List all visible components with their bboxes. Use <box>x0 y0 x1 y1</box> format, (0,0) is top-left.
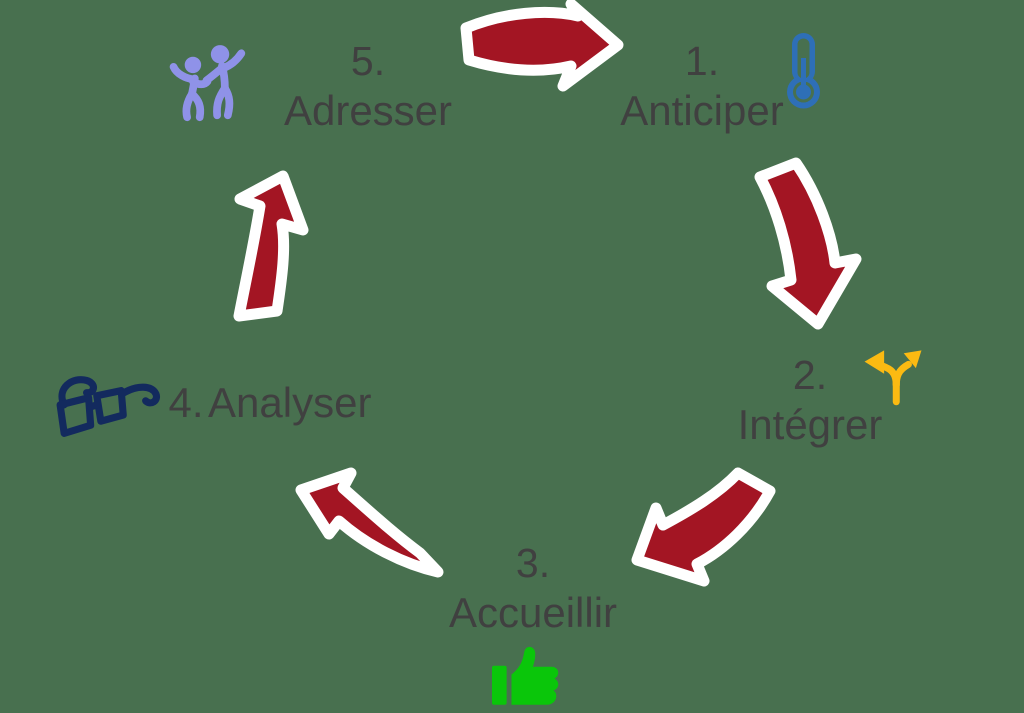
step-1-number: 1. <box>684 38 720 84</box>
step-2-number: 2. <box>792 352 828 398</box>
step-3: 3. Accueillir <box>421 538 645 638</box>
3d-glasses-icon <box>56 376 161 437</box>
step-1: 1. Anticiper <box>590 36 814 136</box>
step-5-number: 5. <box>350 38 386 84</box>
step-5-label: Adresser <box>283 87 453 134</box>
thermometer-icon <box>787 33 820 109</box>
step-4-label: Analyser <box>208 379 372 426</box>
dancing-people-icon <box>169 45 246 122</box>
arrow-3-to-4 <box>295 467 444 578</box>
step-4-number: 4. <box>168 379 204 426</box>
arrow-2-to-3 <box>631 467 776 587</box>
step-2: 2. Intégrer <box>698 350 922 450</box>
branching-arrows-icon <box>864 350 922 406</box>
step-3-label: Accueillir <box>448 589 618 636</box>
step-5: 5. Adresser <box>256 36 480 136</box>
arrow-4-to-5 <box>233 170 309 322</box>
arrow-1-to-2 <box>754 157 862 330</box>
step-4: 4. Analyser <box>146 378 394 428</box>
step-2-label: Intégrer <box>737 401 883 448</box>
arrow-5-to-1 <box>460 0 624 92</box>
thumbs-up-icon <box>492 646 559 705</box>
step-3-number: 3. <box>515 540 551 586</box>
step-1-label: Anticiper <box>620 87 784 134</box>
